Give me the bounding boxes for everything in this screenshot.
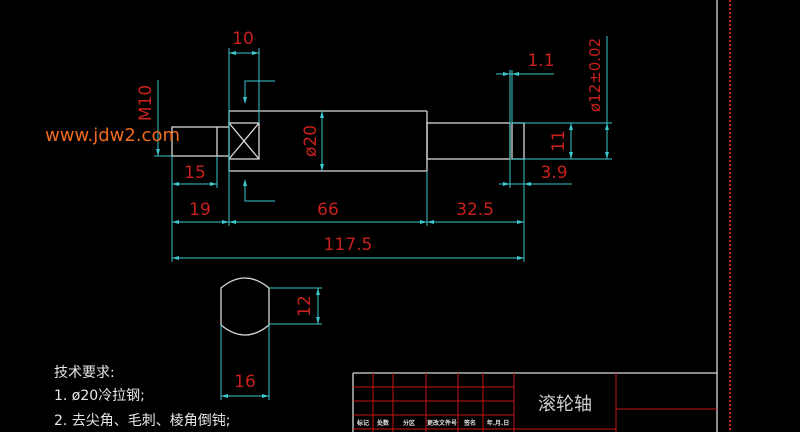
dim-3-9: 3.9 bbox=[540, 163, 567, 183]
shaft-outline bbox=[171, 110, 525, 172]
title-label: 处数 bbox=[376, 419, 390, 427]
tech-requirement-2: 2. 去尖角、毛刺、棱角倒钝; bbox=[54, 413, 231, 429]
dim-16: 16 bbox=[234, 372, 256, 392]
dim-10: 10 bbox=[232, 29, 254, 49]
title-block bbox=[352, 372, 717, 432]
watermark: www.jdw2.com bbox=[45, 125, 180, 146]
dimension-arrows bbox=[156, 51, 609, 260]
dim-32-5: 32.5 bbox=[456, 200, 494, 220]
part-name: 滚轮轴 bbox=[538, 394, 592, 415]
dim-15: 15 bbox=[184, 163, 206, 183]
dim-66: 66 bbox=[317, 200, 339, 220]
tech-requirement-1: 1. ø20冷拉钢; bbox=[54, 388, 145, 404]
tech-requirements-heading: 技术要求: bbox=[54, 365, 115, 381]
title-label: 年.月.日 bbox=[487, 419, 510, 427]
section-marker bbox=[243, 80, 275, 202]
dim-phi20: ø20 bbox=[301, 125, 321, 157]
title-label: 标记 bbox=[356, 419, 369, 427]
cross-section-view bbox=[220, 277, 322, 400]
dim-phi12: ø12±0.02 bbox=[586, 38, 604, 112]
title-label: 签名 bbox=[463, 419, 476, 427]
dim-117-5: 117.5 bbox=[324, 235, 373, 255]
dim-1-1: 1.1 bbox=[527, 51, 554, 71]
dimension-lines bbox=[154, 36, 612, 262]
title-label: 更改文件号 bbox=[427, 419, 457, 427]
dim-12: 12 bbox=[295, 295, 315, 317]
dim-m10: M10 bbox=[136, 85, 156, 121]
dim-11: 11 bbox=[549, 130, 569, 152]
title-label: 分区 bbox=[403, 419, 415, 427]
dim-19: 19 bbox=[189, 200, 211, 220]
